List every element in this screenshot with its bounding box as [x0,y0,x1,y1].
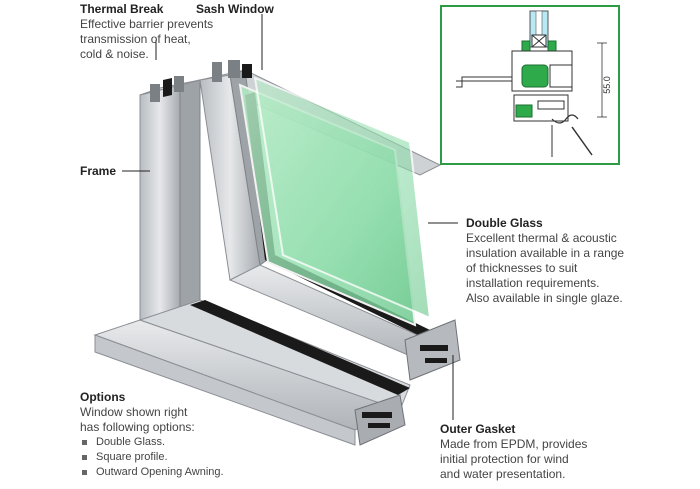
cross-section-drawing: 55.0 [456,10,612,157]
options-item: Double Glass. [80,435,280,450]
thermal-break-desc: Effective barrier prevents transmission … [80,17,214,61]
dimension-value: 55.0 [602,76,612,94]
double-glass-panes [238,76,432,327]
sash-window-label: Sash Window [196,2,316,17]
cross-section-inset: 55.0 [440,5,620,165]
outer-gasket-title: Outer Gasket [440,422,516,436]
options-item: Outward Opening Awning. [80,465,280,480]
leader-lines [122,14,458,420]
options-label: Options Window shown right has following… [80,390,280,480]
thermal-break-title: Thermal Break [80,2,164,16]
outer-gasket-desc: Made from EPDM, provides initial protect… [440,437,588,481]
double-glass-title: Double Glass [466,216,543,230]
options-title: Options [80,390,126,404]
frame-label: Frame [80,164,140,179]
frame-title: Frame [80,164,117,178]
thermal-break-label: Thermal Break Effective barrier prevents… [80,2,240,62]
options-desc: Window shown right has following options… [80,405,195,434]
double-glass-label: Double Glass Excellent thermal & acousti… [466,216,666,306]
sash-window-title: Sash Window [196,2,274,16]
outer-gasket-label: Outer Gasket Made from EPDM, provides in… [440,422,640,482]
double-glass-desc: Excellent thermal & acoustic insulation … [466,231,625,305]
frame-post [139,76,201,336]
frame-sill [93,299,411,446]
options-list: Double Glass. Square profile. Outward Op… [80,435,280,480]
options-item: Square profile. [80,450,280,465]
